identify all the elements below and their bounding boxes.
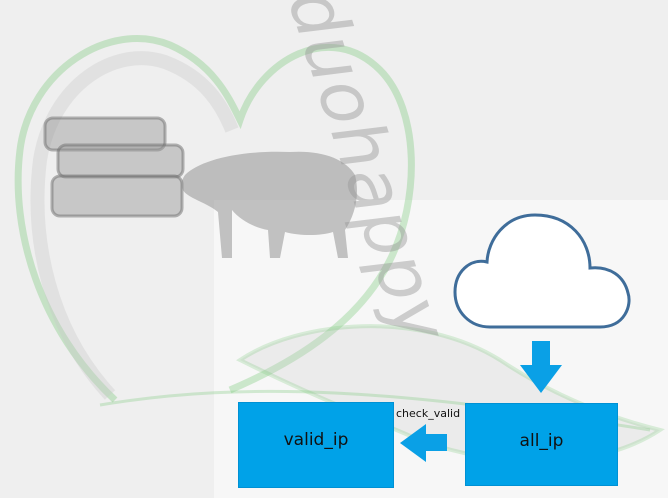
valid-ip-label: valid_ip (283, 430, 349, 450)
valid-ip-node: valid_ip (238, 402, 394, 488)
cloud-node (453, 213, 631, 329)
arrow-cloud-to-all-ip (520, 341, 562, 393)
all-ip-label: all_ip (519, 431, 564, 451)
arrow-all-ip-to-valid-ip (400, 424, 447, 462)
check-valid-edge-label: check_valid (396, 407, 461, 420)
all-ip-node: all_ip (465, 403, 618, 486)
